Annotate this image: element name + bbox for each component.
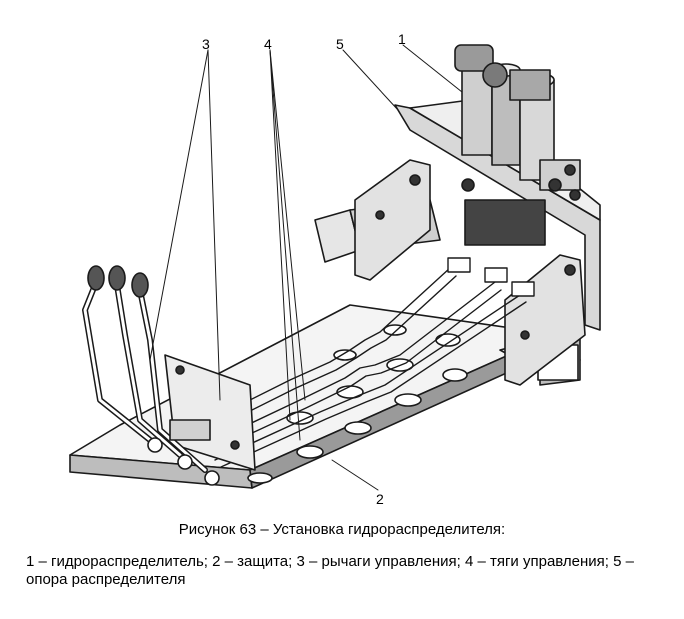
callout-1: 1 xyxy=(398,31,406,47)
leader-lines xyxy=(149,44,463,491)
callout-5: 5 xyxy=(336,36,344,52)
callout-3: 3 xyxy=(202,36,210,52)
figure-caption-title: Рисунок 63 – Установка гидрораспределите… xyxy=(178,521,506,538)
hydraulic-distributor xyxy=(454,44,581,246)
technical-drawing: 3 4 5 1 2 xyxy=(69,31,601,507)
callout-2: 2 xyxy=(376,491,384,507)
figure-caption-legend: 1 – гидрораспределитель; 2 – защита; 3 –… xyxy=(26,553,634,588)
hydraulic-distributor-assembly-drawing xyxy=(69,44,601,491)
control-levers xyxy=(82,265,256,486)
callout-4: 4 xyxy=(264,36,272,52)
